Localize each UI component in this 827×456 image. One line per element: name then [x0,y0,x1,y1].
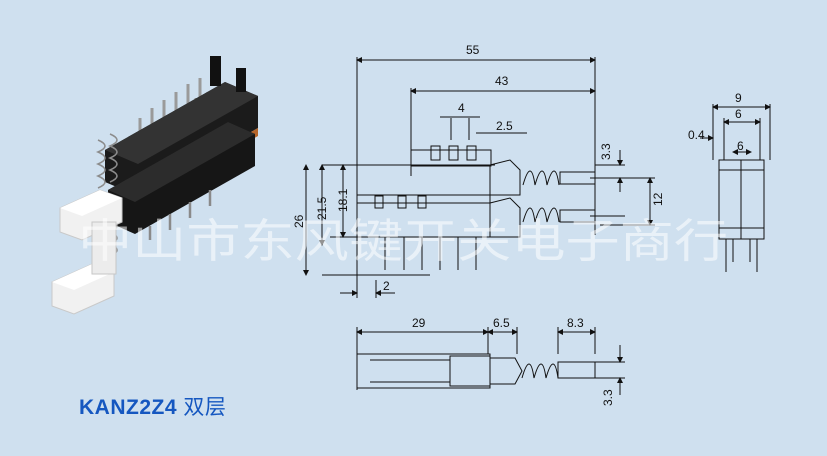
watermark-text: 中山市东风键开关电子商行 [78,214,728,268]
dim-pin-edge: 2 [383,279,390,293]
model-name: KANZ2Z4 [79,396,178,419]
dim-end-center: 6 [737,139,744,153]
product-title: KANZ2Z4 双层 [79,391,226,421]
layer-type: 双层 [183,396,227,419]
dim-bottom-mid: 6.5 [493,316,510,330]
dim-pin-offset: 2.5 [496,119,513,133]
dim-total-height: 26 [292,214,306,228]
bottom-view-drawing [356,327,625,395]
dim-body-length: 43 [495,74,509,88]
dim-height-18-1: 18.1 [336,188,350,212]
side-view-drawing [303,57,655,298]
dim-pin-pitch: 4 [458,101,465,115]
dim-end-inner: 6 [735,107,742,121]
dim-layer-spacing: 12 [651,192,665,206]
end-view-drawing [700,104,771,272]
dim-end-width: 9 [735,91,742,105]
dim-bottom-body: 29 [412,316,426,330]
dimension-labels: 55 43 4 2.5 3.3 26 21.5 18.1 12 2 9 6 0.… [292,43,744,406]
dim-end-gap: 0.4 [688,128,705,142]
dim-total-length: 55 [466,43,480,57]
dim-height-21-5: 21.5 [315,196,329,220]
dim-stem-height: 3.3 [599,143,613,160]
dim-bottom-height: 3.3 [601,389,615,406]
dim-bottom-stem: 8.3 [567,316,584,330]
product-photo [51,56,258,315]
